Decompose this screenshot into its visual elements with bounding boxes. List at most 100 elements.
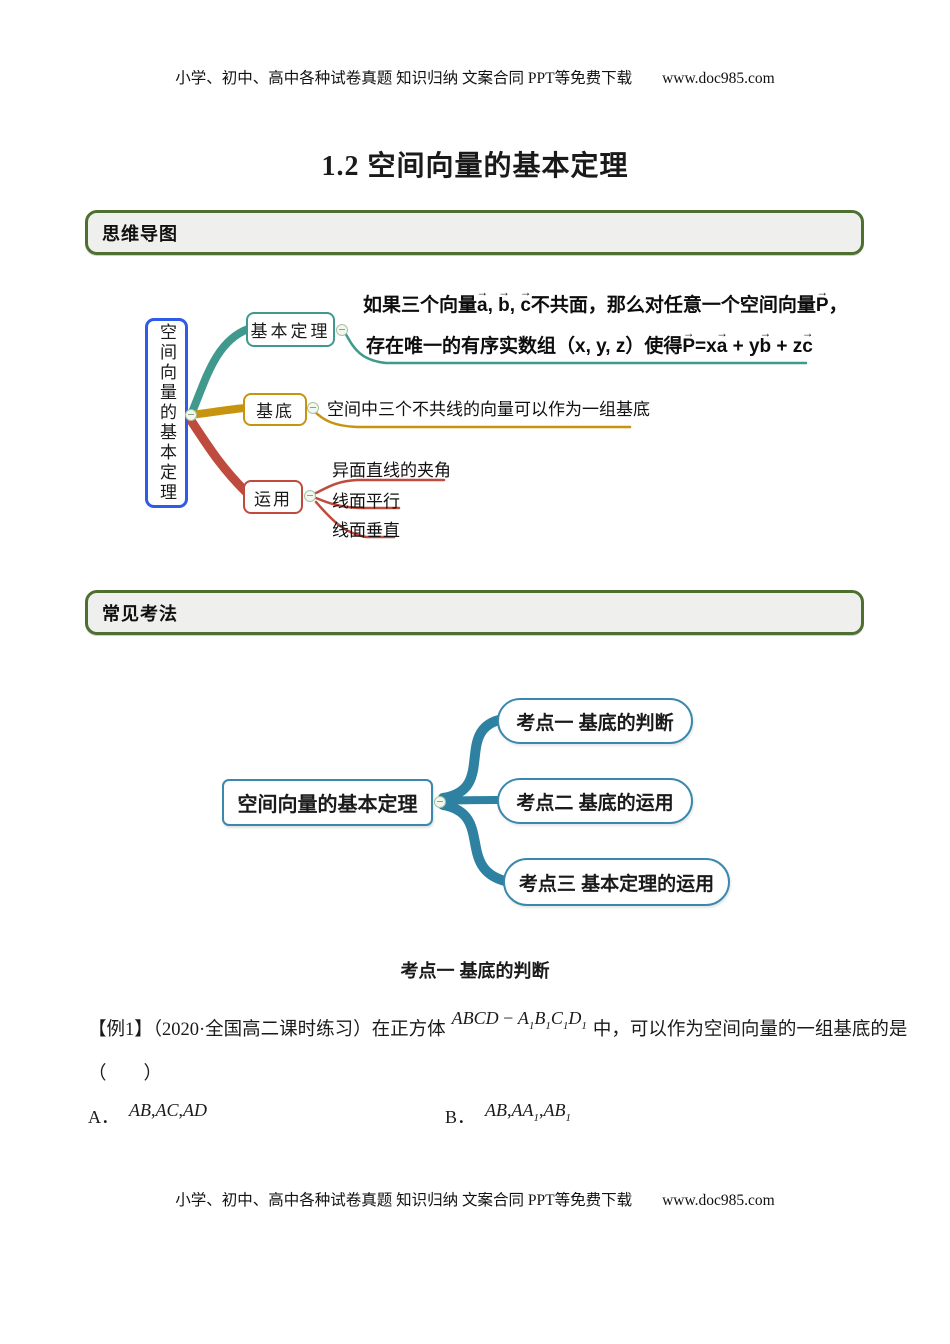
collapse-icon[interactable] bbox=[185, 409, 197, 421]
vector-symbol: c bbox=[802, 336, 813, 358]
answer-blank: （ ） bbox=[88, 1064, 163, 1084]
curve-topic-3 bbox=[438, 800, 510, 886]
vector-symbol: a bbox=[717, 336, 728, 358]
mindmap2-node-topic2: 考点二 基底的运用 bbox=[497, 778, 693, 824]
underline-apply-item-1 bbox=[314, 478, 446, 495]
option-b-math: AB,AA1,AB1 bbox=[485, 1100, 571, 1124]
underline-theorem-text bbox=[342, 329, 808, 365]
apply-item-3: 线面垂直 bbox=[332, 521, 400, 540]
text-segment: A bbox=[517, 1008, 529, 1028]
text-segment: , bbox=[487, 295, 499, 316]
mindmap-examtopics: 空间向量的基本定理 考点一 基底的判断 考点二 基底的运用 考点三 基本定理的运… bbox=[0, 680, 950, 920]
mindmap2-node-topic1: 考点一 基底的判断 bbox=[497, 698, 693, 744]
text-segment: , bbox=[151, 1100, 156, 1120]
vector-symbol: a bbox=[477, 295, 488, 317]
curve-topic-1 bbox=[438, 715, 504, 803]
footer-url: www.doc985.com bbox=[662, 1192, 775, 1209]
text-segment: + bbox=[771, 336, 793, 357]
text-segment: ABCD bbox=[451, 1008, 499, 1028]
subscript: 1 bbox=[533, 1112, 540, 1124]
apply-item-1: 异面直线的夹角 bbox=[332, 461, 451, 480]
subscript: 1 bbox=[528, 1020, 535, 1032]
text-segment: B bbox=[534, 1008, 546, 1028]
underline-apply-item-2 bbox=[314, 496, 401, 510]
subscript: 1 bbox=[562, 1020, 569, 1032]
branch-curve-basis bbox=[186, 404, 249, 419]
example-math-cube: ABCD − A1B1C1D1 bbox=[452, 1006, 587, 1034]
text-segment: AB bbox=[543, 1100, 566, 1120]
section-label-mindmap: 思维导图 bbox=[102, 223, 178, 244]
text-segment: C bbox=[550, 1008, 563, 1028]
theorem-text-line1: 如果三个向量a, b, c不共面，那么对任意一个空间向量P， bbox=[363, 290, 848, 317]
text-segment: 存在唯一的有序实数组（x, y, z）使得 bbox=[366, 336, 683, 357]
text-segment: , bbox=[509, 295, 521, 316]
option-a: A．AB,AC,AD bbox=[88, 1100, 207, 1129]
collapse-icon[interactable] bbox=[434, 796, 446, 808]
text-segment: y bbox=[748, 336, 760, 357]
vector-symbol: P bbox=[816, 295, 829, 317]
text-segment: , bbox=[178, 1100, 184, 1120]
text-segment: AC bbox=[155, 1100, 179, 1120]
branch-curve-apply bbox=[185, 414, 251, 497]
text-segment: 不共面，那么对任意一个空间向量 bbox=[530, 295, 816, 316]
curve-topic-2 bbox=[439, 796, 502, 805]
example-suffix: 中，可以作为空间向量的一组基底的是 bbox=[592, 1020, 908, 1040]
option-a-math: AB,AC,AD bbox=[129, 1100, 207, 1121]
option-b: B．AB,AA1,AB1 bbox=[445, 1100, 571, 1129]
options-row: A．AB,AC,AD B．AB,AA1,AB1 bbox=[0, 1100, 950, 1140]
text-segment: + bbox=[727, 336, 749, 357]
mindmap1-node-basis: 基底 bbox=[243, 393, 307, 426]
collapse-icon[interactable] bbox=[336, 324, 348, 336]
mindmap2-root-node: 空间向量的基本定理 bbox=[222, 779, 433, 826]
text-segment: − bbox=[498, 1008, 518, 1028]
text-segment: 如果三个向量 bbox=[363, 295, 478, 316]
underline-basis-note bbox=[312, 409, 632, 429]
subscript: 1 bbox=[565, 1112, 572, 1124]
option-a-label: A． bbox=[88, 1107, 119, 1127]
underline-apply-item-3 bbox=[314, 500, 396, 539]
footer-text: 小学、初中、高中各种试卷真题 知识归纳 文案合同 PPT等免费下载 bbox=[175, 1192, 633, 1209]
text-segment: = bbox=[695, 336, 707, 357]
topic-heading: 考点一 基底的判断 bbox=[400, 961, 550, 981]
example-prefix: 【例1】（2020·全国高二课时练习）在正方体 bbox=[88, 1020, 446, 1040]
mindmap-theorem: 空间向量的基本定理 基本定理 基底 运用 如果三个向量a, b, c不共面，那么… bbox=[0, 280, 950, 560]
vector-symbol: b bbox=[498, 295, 510, 317]
text-segment: x bbox=[706, 336, 717, 357]
mindmap1-curves bbox=[185, 325, 808, 539]
text-segment: , bbox=[539, 1100, 544, 1120]
section-banner-mindmap: 思维导图 bbox=[85, 210, 864, 255]
text-segment: ， bbox=[828, 295, 848, 316]
section-label-methods: 常见考法 bbox=[102, 603, 178, 624]
section-banner-methods: 常见考法 bbox=[85, 590, 864, 635]
basis-note-text: 空间中三个不共线的向量可以作为一组基底 bbox=[327, 400, 650, 419]
theorem-text-line2: 存在唯一的有序实数组（x, y, z）使得P=xa + yb + zc bbox=[366, 331, 813, 358]
text-segment: z bbox=[792, 336, 803, 357]
option-b-label: B． bbox=[445, 1107, 476, 1127]
mindmap1-root-node: 空间向量的基本定理 bbox=[145, 318, 188, 508]
collapse-icon[interactable] bbox=[307, 402, 319, 414]
subscript: 1 bbox=[581, 1020, 587, 1032]
text-segment: AB bbox=[129, 1100, 151, 1120]
header-text: 小学、初中、高中各种试卷真题 知识归纳 文案合同 PPT等免费下载 bbox=[175, 70, 633, 87]
text-segment: AB bbox=[485, 1100, 508, 1120]
text-segment: , bbox=[507, 1100, 512, 1120]
subscript: 1 bbox=[545, 1020, 551, 1032]
mindmap1-node-apply: 运用 bbox=[243, 480, 303, 514]
vector-symbol: c bbox=[520, 295, 531, 317]
page-title: 1.2 空间向量的基本定理 bbox=[321, 151, 629, 182]
text-segment: D bbox=[568, 1008, 582, 1028]
branch-curve-theorem bbox=[186, 325, 252, 421]
mindmap2-curves bbox=[438, 715, 510, 886]
mindmap2-node-topic3: 考点三 基本定理的运用 bbox=[503, 858, 730, 906]
vector-symbol: P bbox=[682, 336, 695, 358]
mindmap1-node-theorem: 基本定理 bbox=[246, 312, 335, 347]
apply-item-2: 线面平行 bbox=[332, 492, 400, 511]
text-segment: AA bbox=[511, 1100, 534, 1120]
page-footer: 小学、初中、高中各种试卷真题 知识归纳 文案合同 PPT等免费下载 www.doc… bbox=[0, 1188, 950, 1210]
text-segment: AD bbox=[183, 1100, 208, 1120]
collapse-icon[interactable] bbox=[304, 490, 316, 502]
vector-symbol: b bbox=[760, 336, 772, 358]
